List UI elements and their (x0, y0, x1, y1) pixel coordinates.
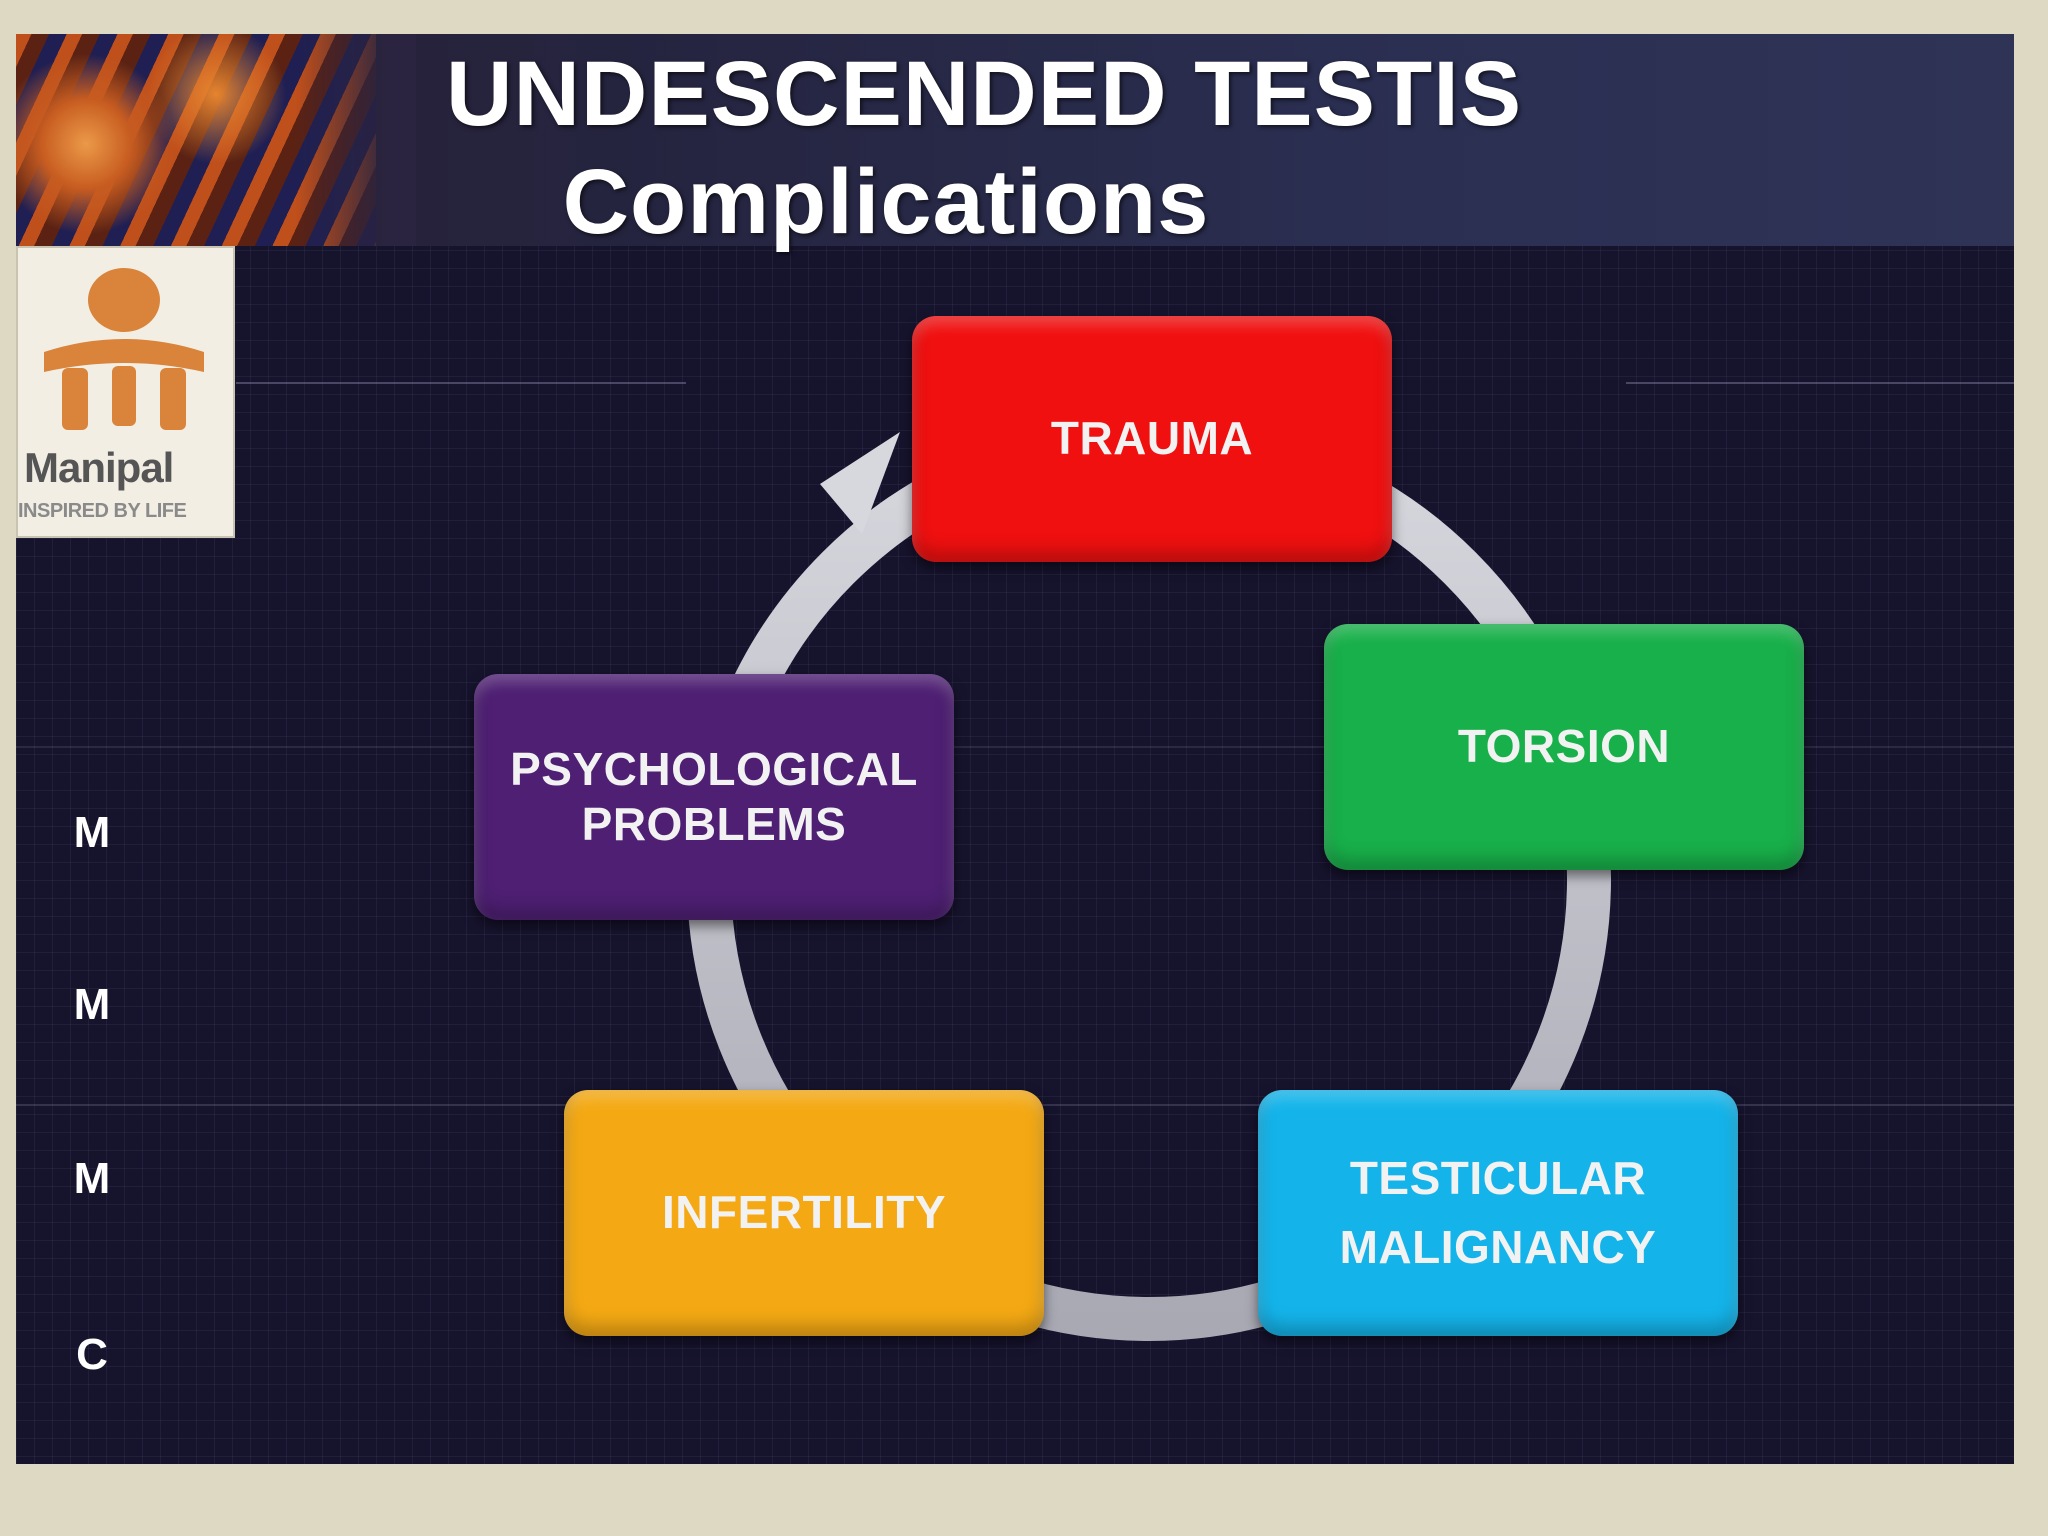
side-letter: M (73, 980, 111, 1029)
divider-line (236, 382, 686, 384)
cycle-item-testicular-malignancy: TESTICULAR MALIGNANCY (1258, 1090, 1738, 1336)
title-line-1: UNDESCENDED TESTIS (446, 43, 1523, 145)
cycle-item-torsion: TORSION (1324, 624, 1804, 870)
side-letter: M (73, 808, 111, 857)
side-letter: C (76, 1330, 108, 1379)
slide-header (16, 34, 2014, 246)
cycle-item-label-line: MALIGNANCY (1339, 1221, 1657, 1273)
arrow-head-icon (820, 432, 900, 534)
cycle-item-label-line: TESTICULAR (1349, 1151, 1647, 1204)
title-line-2: Complications (562, 151, 1210, 253)
logo-tagline: INSPIRED BY LIFE (18, 500, 187, 522)
cycle-item-label: TRAUMA (1050, 412, 1254, 465)
cycle-item-label-line: PROBLEMS (581, 798, 847, 850)
manipal-logo: Manipal INSPIRED BY LIFE (16, 246, 235, 538)
slide-title: UNDESCENDED TESTIS Complications (446, 40, 1566, 256)
slide: UNDESCENDED TESTIS Complications Manipal… (16, 34, 2014, 1464)
logo-name: Manipal (24, 444, 174, 491)
cycle-item-psychological-problems: PSYCHOLOGICAL PROBLEMS (474, 674, 954, 920)
cycle-item-infertility: INFERTILITY (564, 1090, 1044, 1336)
header-decoration (16, 34, 416, 246)
divider-line (1626, 382, 2014, 384)
cycle-item-label: INFERTILITY (661, 1186, 947, 1239)
divider-line (16, 746, 2014, 748)
cycle-item-trauma: TRAUMA (912, 316, 1392, 562)
cycle-item-label-line: PSYCHOLOGICAL (510, 742, 918, 795)
manipal-emblem-icon (44, 268, 204, 430)
side-letter: M (73, 1154, 111, 1203)
cycle-item-label: TORSION (1457, 720, 1671, 773)
